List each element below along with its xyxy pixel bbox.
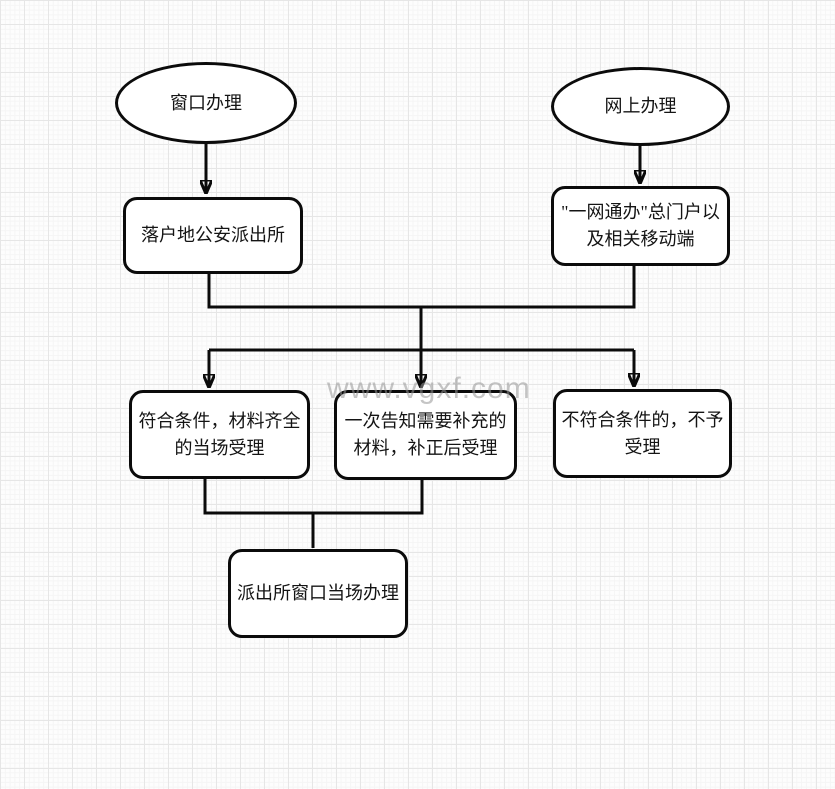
node-online-service: 网上办理 <box>551 67 730 146</box>
node-online-service-label: 网上办理 <box>604 96 677 116</box>
node-online-portal-label-line2: 及相关移动端 <box>586 229 695 249</box>
node-supplement-materials-label-line2: 材料，补正后受理 <box>353 438 498 458</box>
node-accept-on-spot: 符合条件，材料齐全 的当场受理 <box>129 390 310 479</box>
node-supplement-materials-label-line1: 一次告知需要补充的 <box>344 411 507 431</box>
node-accept-on-spot-label-line2: 的当场受理 <box>174 437 265 458</box>
node-online-portal-label-line1: "一网通办"总门户以 <box>561 202 720 222</box>
node-police-station: 落户地公安派出所 <box>123 197 303 274</box>
node-police-station-label: 落户地公安派出所 <box>141 225 285 245</box>
node-onsite-handling: 派出所窗口当场办理 <box>228 549 408 638</box>
node-onsite-handling-label: 派出所窗口当场办理 <box>237 583 399 603</box>
node-accept-on-spot-label-line1: 符合条件，材料齐全 <box>138 410 301 431</box>
node-online-portal: "一网通办"总门户以 及相关移动端 <box>551 186 730 266</box>
node-reject: 不符合条件的，不予 受理 <box>553 389 732 478</box>
node-window-service: 窗口办理 <box>115 62 297 144</box>
connector-join-bracket <box>203 477 424 515</box>
node-supplement-materials: 一次告知需要补充的 材料，补正后受理 <box>334 390 517 480</box>
node-reject-label-line1: 不符合条件的，不予 <box>561 409 724 430</box>
node-window-service-label: 窗口办理 <box>170 92 242 113</box>
node-reject-label-line2: 受理 <box>624 436 661 457</box>
